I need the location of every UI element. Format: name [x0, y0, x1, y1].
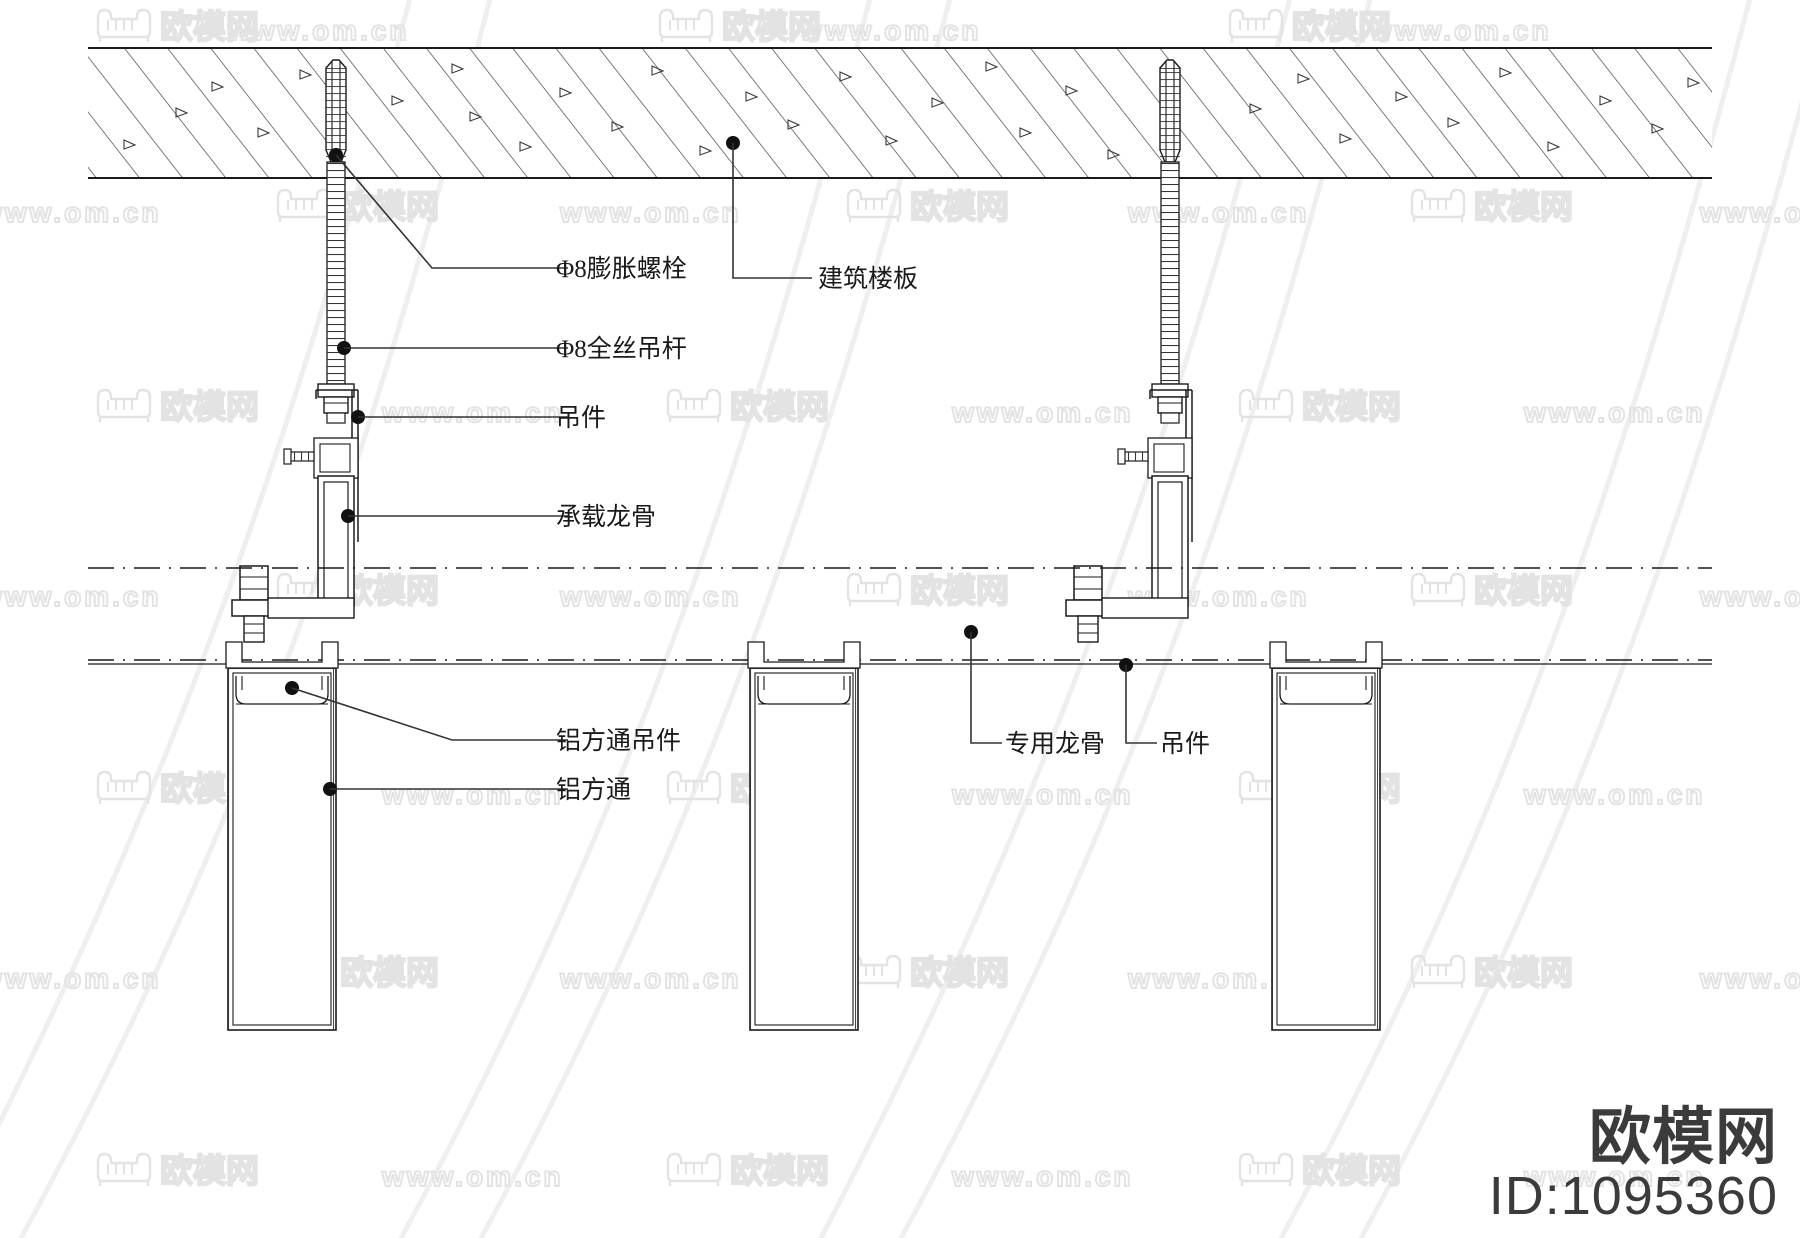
leader-line: [335, 154, 568, 269]
leader-line: [732, 143, 812, 279]
callout-expansion-bolt[interactable]: Φ8膨胀螺栓: [329, 148, 687, 283]
leader-line: [291, 687, 568, 741]
callout-baffle[interactable]: 铝方通: [323, 776, 631, 804]
callout-floor-slab[interactable]: 建筑楼板: [726, 136, 918, 293]
callout-hanger-upper[interactable]: 吊件: [351, 404, 606, 432]
callout-baffle-hanger[interactable]: 铝方通吊件: [285, 681, 681, 755]
structural-slab: [88, 47, 1712, 179]
callout-label: 铝方通吊件: [556, 727, 681, 755]
datum-lines: [88, 567, 1712, 665]
callout-label: 吊件: [1160, 730, 1210, 758]
callout-label: 建筑楼板: [818, 265, 918, 293]
callout-label: Φ8全丝吊杆: [556, 335, 687, 363]
leader-line: [1125, 665, 1157, 744]
callout-label: 专用龙骨: [1005, 730, 1105, 758]
callout-hanger-lower[interactable]: 吊件: [1119, 658, 1210, 758]
callout-threaded-rod[interactable]: Φ8全丝吊杆: [337, 335, 687, 363]
callout-label: 承载龙骨: [556, 503, 656, 531]
callout-special-runner[interactable]: 专用龙骨: [964, 625, 1105, 758]
callout-label: 吊件: [556, 404, 606, 432]
callout-label: Φ8膨胀螺栓: [556, 255, 687, 283]
callout-main-runner[interactable]: 承载龙骨: [341, 503, 656, 531]
leader-line: [970, 632, 1002, 744]
callout-label: 铝方通: [556, 776, 631, 804]
